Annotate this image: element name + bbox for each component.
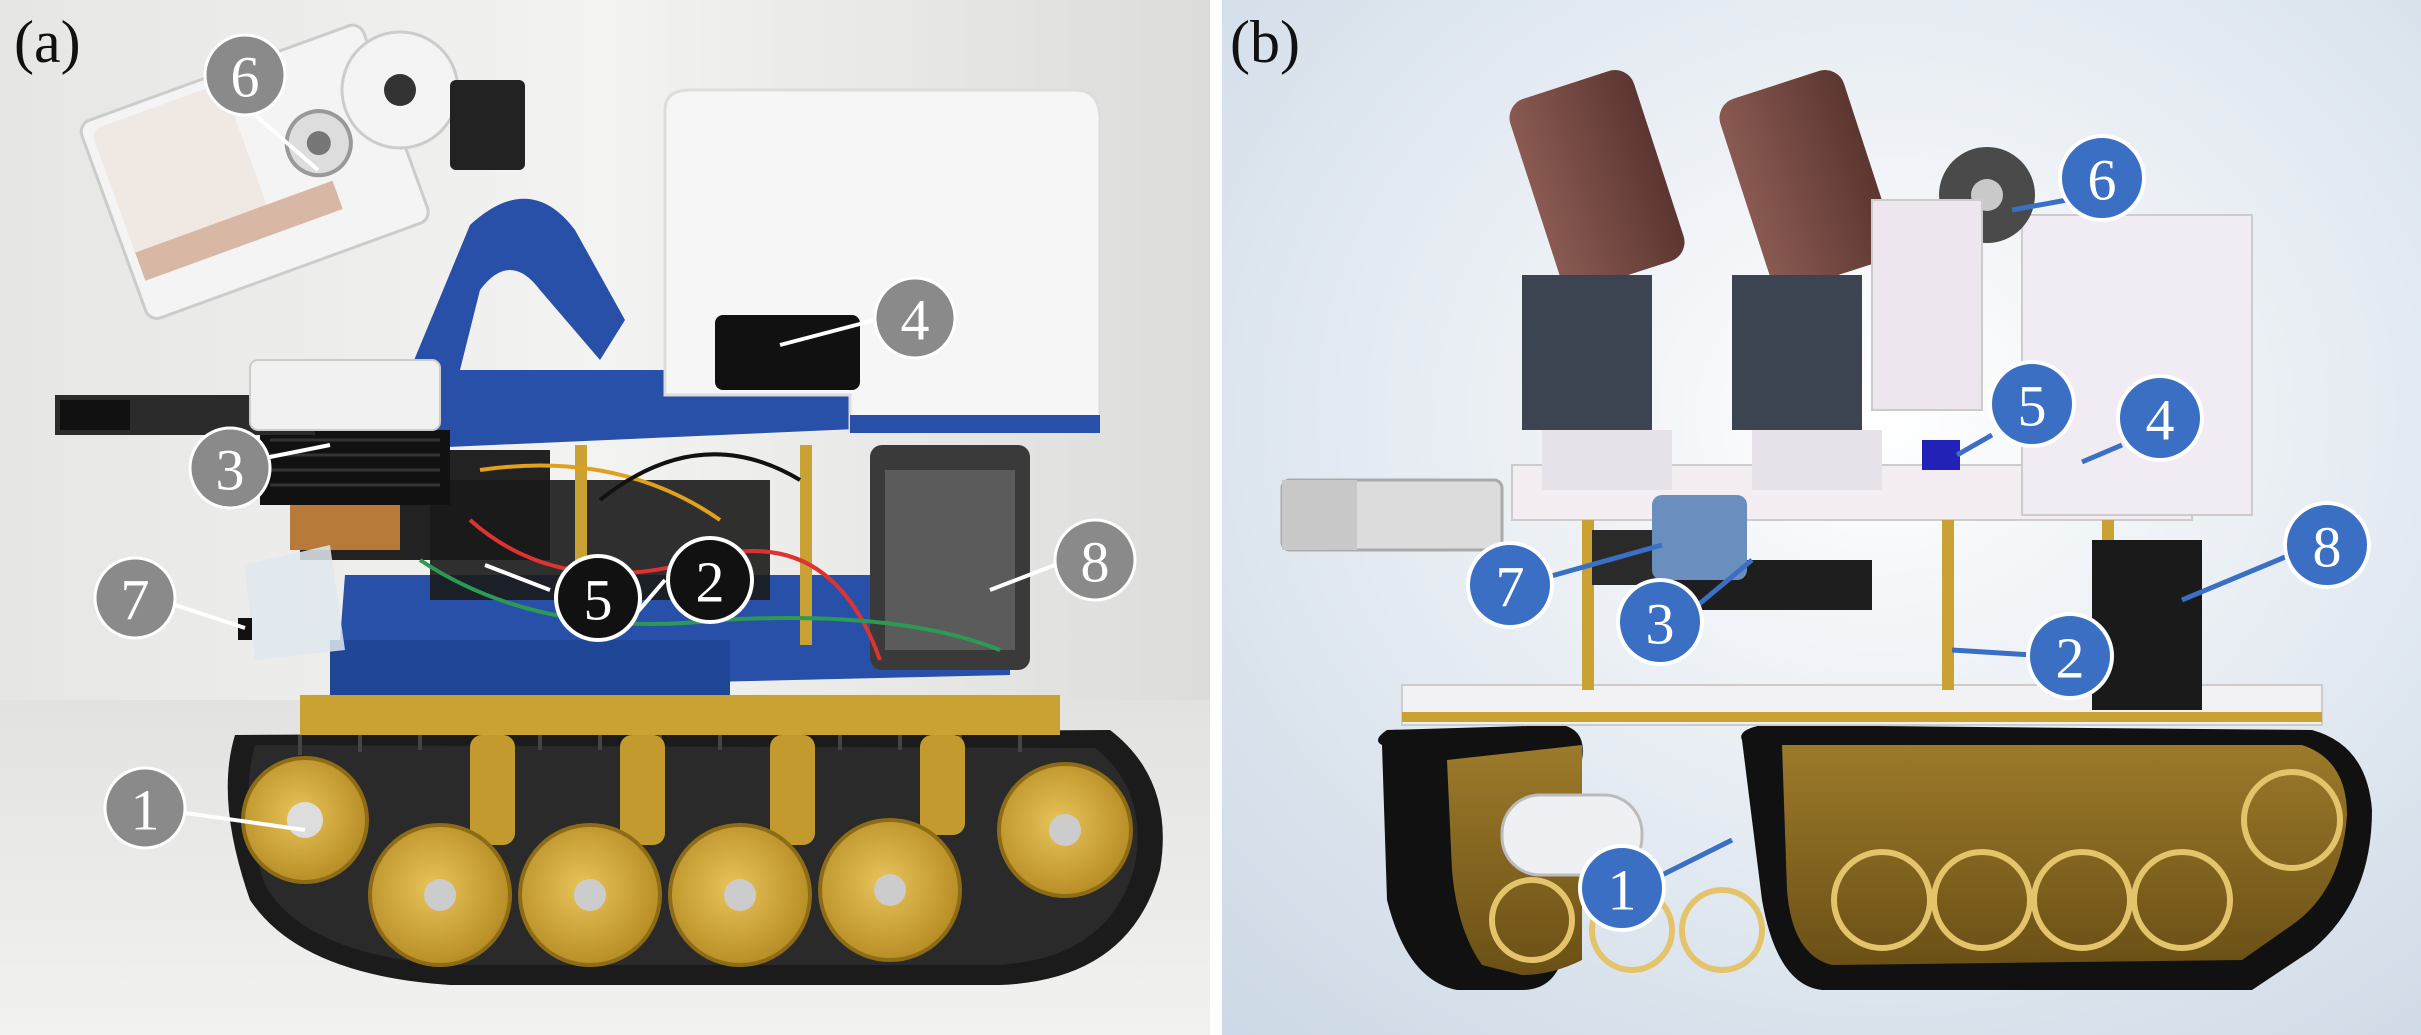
callout-a5: 5: [554, 554, 642, 642]
brass-standoffs: [575, 445, 812, 645]
callout-b5: 5: [1988, 360, 2076, 448]
wrapped-cable: [249, 359, 441, 431]
callout-a8: 8: [1053, 518, 1137, 602]
callout-b7-number: 7: [1496, 555, 1525, 620]
callout-b3: 3: [1616, 578, 1704, 666]
callout-b6-number: 6: [2088, 148, 2117, 213]
callout-a7: 7: [93, 556, 177, 640]
callout-b6-leader: [2011, 197, 2068, 213]
callout-b5-leader: [1955, 432, 1994, 458]
cad-enclosure: [2021, 214, 2253, 516]
callout-a7-number: 7: [121, 568, 150, 633]
callout-a4: 4: [873, 276, 957, 360]
callout-b7: 7: [1466, 541, 1554, 629]
callout-b4: 4: [2116, 374, 2204, 462]
callout-b5-number: 5: [2018, 374, 2047, 439]
callout-a6-leader: [253, 113, 320, 172]
callout-a5-leader: [484, 563, 551, 592]
rgbd-camera: [715, 315, 860, 390]
suspension-arms: [470, 735, 965, 845]
panel-b-label: (b): [1230, 9, 1300, 75]
road-wheels: [368, 762, 1133, 967]
photo-panel: 1 2 3 4 5 6: [0, 0, 1210, 1035]
callout-a5-number: 5: [584, 568, 613, 633]
callout-a4-leader: [779, 318, 876, 347]
callout-a8-number: 8: [1081, 530, 1110, 595]
callout-a8-leader: [989, 563, 1056, 592]
callout-b8-number: 8: [2313, 515, 2342, 580]
cad-bracket: [1871, 199, 1983, 411]
callout-b7-leader: [1536, 542, 1663, 583]
gear: [340, 30, 460, 150]
cad-blue-module: [1922, 440, 1960, 470]
callout-b2: 2: [2026, 612, 2114, 700]
callout-a3-number: 3: [216, 438, 245, 503]
camera-housing: [245, 545, 345, 660]
robot-photo: 1 2 3 4 5 6: [0, 0, 1210, 1035]
callout-a1: 1: [103, 766, 187, 850]
callout-a6: 6: [203, 33, 287, 117]
callout-b6: 6: [2058, 134, 2146, 222]
cad-sampler-right: [1719, 70, 1895, 490]
cad-sampler-left: [1509, 70, 1685, 490]
robot-cad-render: 1 2 3 4 5 6 7: [1222, 0, 2421, 1035]
callout-a1-number: 1: [131, 778, 160, 843]
sprocket-wheel: [241, 756, 369, 884]
callout-b4-leader: [2081, 442, 2123, 465]
heat-sink: [260, 430, 450, 505]
callout-b1: 1: [1578, 844, 1666, 932]
callout-b3-leader: [1690, 558, 1754, 612]
callout-a7-leader: [174, 603, 246, 630]
callout-a4-number: 4: [901, 288, 930, 353]
track-assembly: [227, 695, 1163, 985]
callout-b8: 8: [2283, 501, 2371, 589]
callout-b4-number: 4: [2146, 388, 2175, 453]
callout-b2-leader: [1951, 647, 2033, 658]
callout-b2-number: 2: [2056, 626, 2085, 691]
enclosure-base-stripe: [850, 415, 1100, 433]
cad-battery: [2092, 540, 2202, 710]
callout-b1-number: 1: [1608, 858, 1637, 923]
servo-motor: [450, 80, 525, 170]
callout-b8-leader: [2181, 547, 2303, 603]
cad-panel: 1 2 3 4 5 6 7: [1222, 0, 2421, 1035]
callout-a6-number: 6: [231, 45, 260, 110]
chassis-plate: [300, 695, 1060, 735]
callout-b3-number: 3: [1646, 592, 1675, 657]
blue-base-lower: [330, 640, 730, 695]
callout-a2-number: 2: [696, 550, 725, 615]
blue-gimbal-arm: [410, 198, 625, 370]
callout-b1-leader: [1650, 837, 1734, 883]
callout-a3: 3: [188, 426, 272, 510]
callout-a2: 2: [666, 536, 754, 624]
cad-camera: [1652, 495, 1747, 580]
panel-a-label: (a): [14, 9, 81, 75]
cad-road-wheels: [1489, 769, 2343, 973]
